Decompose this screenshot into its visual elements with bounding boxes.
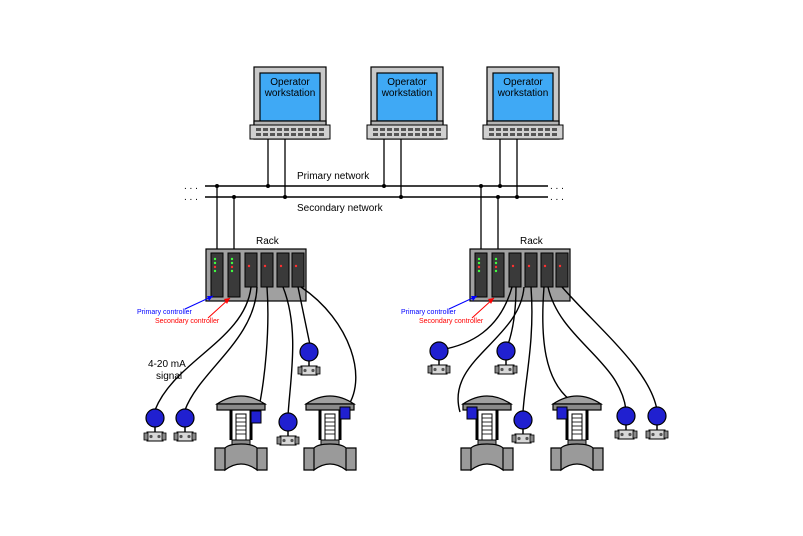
transmitter-icon <box>494 341 518 375</box>
primary-network-label: Primary network <box>297 171 370 182</box>
network-ellipsis-left-primary: . . . <box>184 181 198 192</box>
operator-workstation-1: Operator workstation <box>249 66 331 140</box>
workstation-label-line2: workstation <box>381 88 433 99</box>
controller-card-secondary <box>227 252 241 298</box>
network-ellipsis-left-secondary: . . . <box>184 192 198 203</box>
transmitter-icon <box>645 406 669 440</box>
transmitter-icon <box>297 342 321 376</box>
signal-label-line2: signal <box>156 371 182 382</box>
workstation-label-line1: Operator <box>387 77 427 88</box>
network-junction-dots <box>215 184 519 199</box>
transmitter-icon <box>614 406 638 440</box>
control-valve-4 <box>549 394 605 472</box>
primary-controller-label: Primary controller <box>401 309 457 316</box>
transmitter-icon <box>173 408 197 442</box>
control-valve-2 <box>302 394 358 472</box>
rack-1: Rack Primary controller Secondary contro… <box>137 236 307 325</box>
secondary-controller-label: Secondary controller <box>155 318 220 325</box>
controller-card-primary <box>210 252 224 298</box>
controller-card-primary <box>474 252 488 298</box>
transmitter-icon <box>143 408 167 442</box>
control-valve-3 <box>459 394 515 472</box>
field-wiring-rack-2 <box>439 286 658 413</box>
rack-network-drops <box>216 186 499 252</box>
transmitter-icon <box>511 410 535 444</box>
operator-workstation-2: Operator workstation <box>366 66 448 140</box>
primary-controller-label: Primary controller <box>137 309 193 316</box>
secondary-network-label: Secondary network <box>297 203 384 214</box>
workstation-label-line1: Operator <box>503 77 543 88</box>
control-valve-1 <box>213 394 269 472</box>
network-ellipsis-right-primary: . . . <box>550 181 564 192</box>
valve-positioner-icon <box>466 406 478 420</box>
rack-2: Rack Primary controller Secondary contro… <box>401 236 571 325</box>
rack-label: Rack <box>520 236 544 247</box>
workstation-label-line1: Operator <box>270 77 310 88</box>
rack-label: Rack <box>256 236 280 247</box>
controller-card-secondary <box>491 252 505 298</box>
workstation-label-line2: workstation <box>264 88 316 99</box>
io-cards <box>244 252 305 288</box>
secondary-controller-label: Secondary controller <box>419 318 484 325</box>
io-cards <box>508 252 569 288</box>
transmitter-icon <box>427 341 451 375</box>
workstation-label-line2: workstation <box>497 88 549 99</box>
valve-positioner-icon <box>250 410 262 424</box>
control-valve-icon <box>213 394 269 472</box>
signal-label-line1: 4-20 mA <box>148 359 186 370</box>
workstation-network-drops <box>267 139 518 197</box>
operator-workstation-3: Operator workstation <box>482 66 564 140</box>
network-ellipsis-right-secondary: . . . <box>550 192 564 203</box>
valve-positioner-icon <box>339 406 351 420</box>
transmitter-icon <box>276 412 300 446</box>
valve-positioner-icon <box>556 406 568 420</box>
